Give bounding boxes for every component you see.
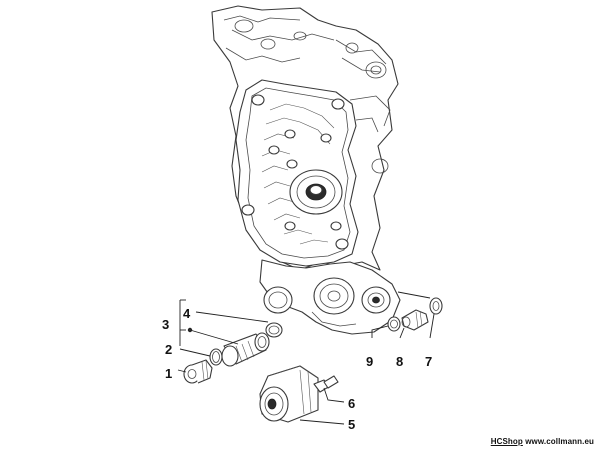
callout-5: 5 (348, 417, 355, 432)
part-8-screw (401, 309, 429, 331)
site-footer: HCShop www.collmann.eu (491, 437, 594, 446)
part-4-seal-ring (265, 322, 283, 338)
callout-1: 1 (165, 366, 172, 381)
part-4-strainer (221, 332, 270, 367)
part-6-nipple (313, 375, 339, 393)
part-5-oil-filter (259, 365, 319, 423)
footer-brand: HCShop (490, 437, 523, 446)
part-9-sealing-ring (387, 316, 401, 332)
callout-6: 6 (348, 396, 355, 411)
footer-site: www.collmann.eu (525, 437, 594, 446)
crankcase-housing (211, 5, 401, 335)
callout-4: 4 (183, 306, 191, 321)
callout-8: 8 (396, 354, 403, 369)
leader-lines (177, 291, 435, 425)
callout-2: 2 (165, 342, 172, 357)
part-2-o-ring (209, 348, 223, 366)
part-7-washer (429, 297, 443, 315)
callout-9: 9 (366, 354, 373, 369)
callout-3: 3 (162, 317, 169, 332)
callout-7: 7 (425, 354, 432, 369)
part-1-drain-plug (183, 359, 213, 384)
